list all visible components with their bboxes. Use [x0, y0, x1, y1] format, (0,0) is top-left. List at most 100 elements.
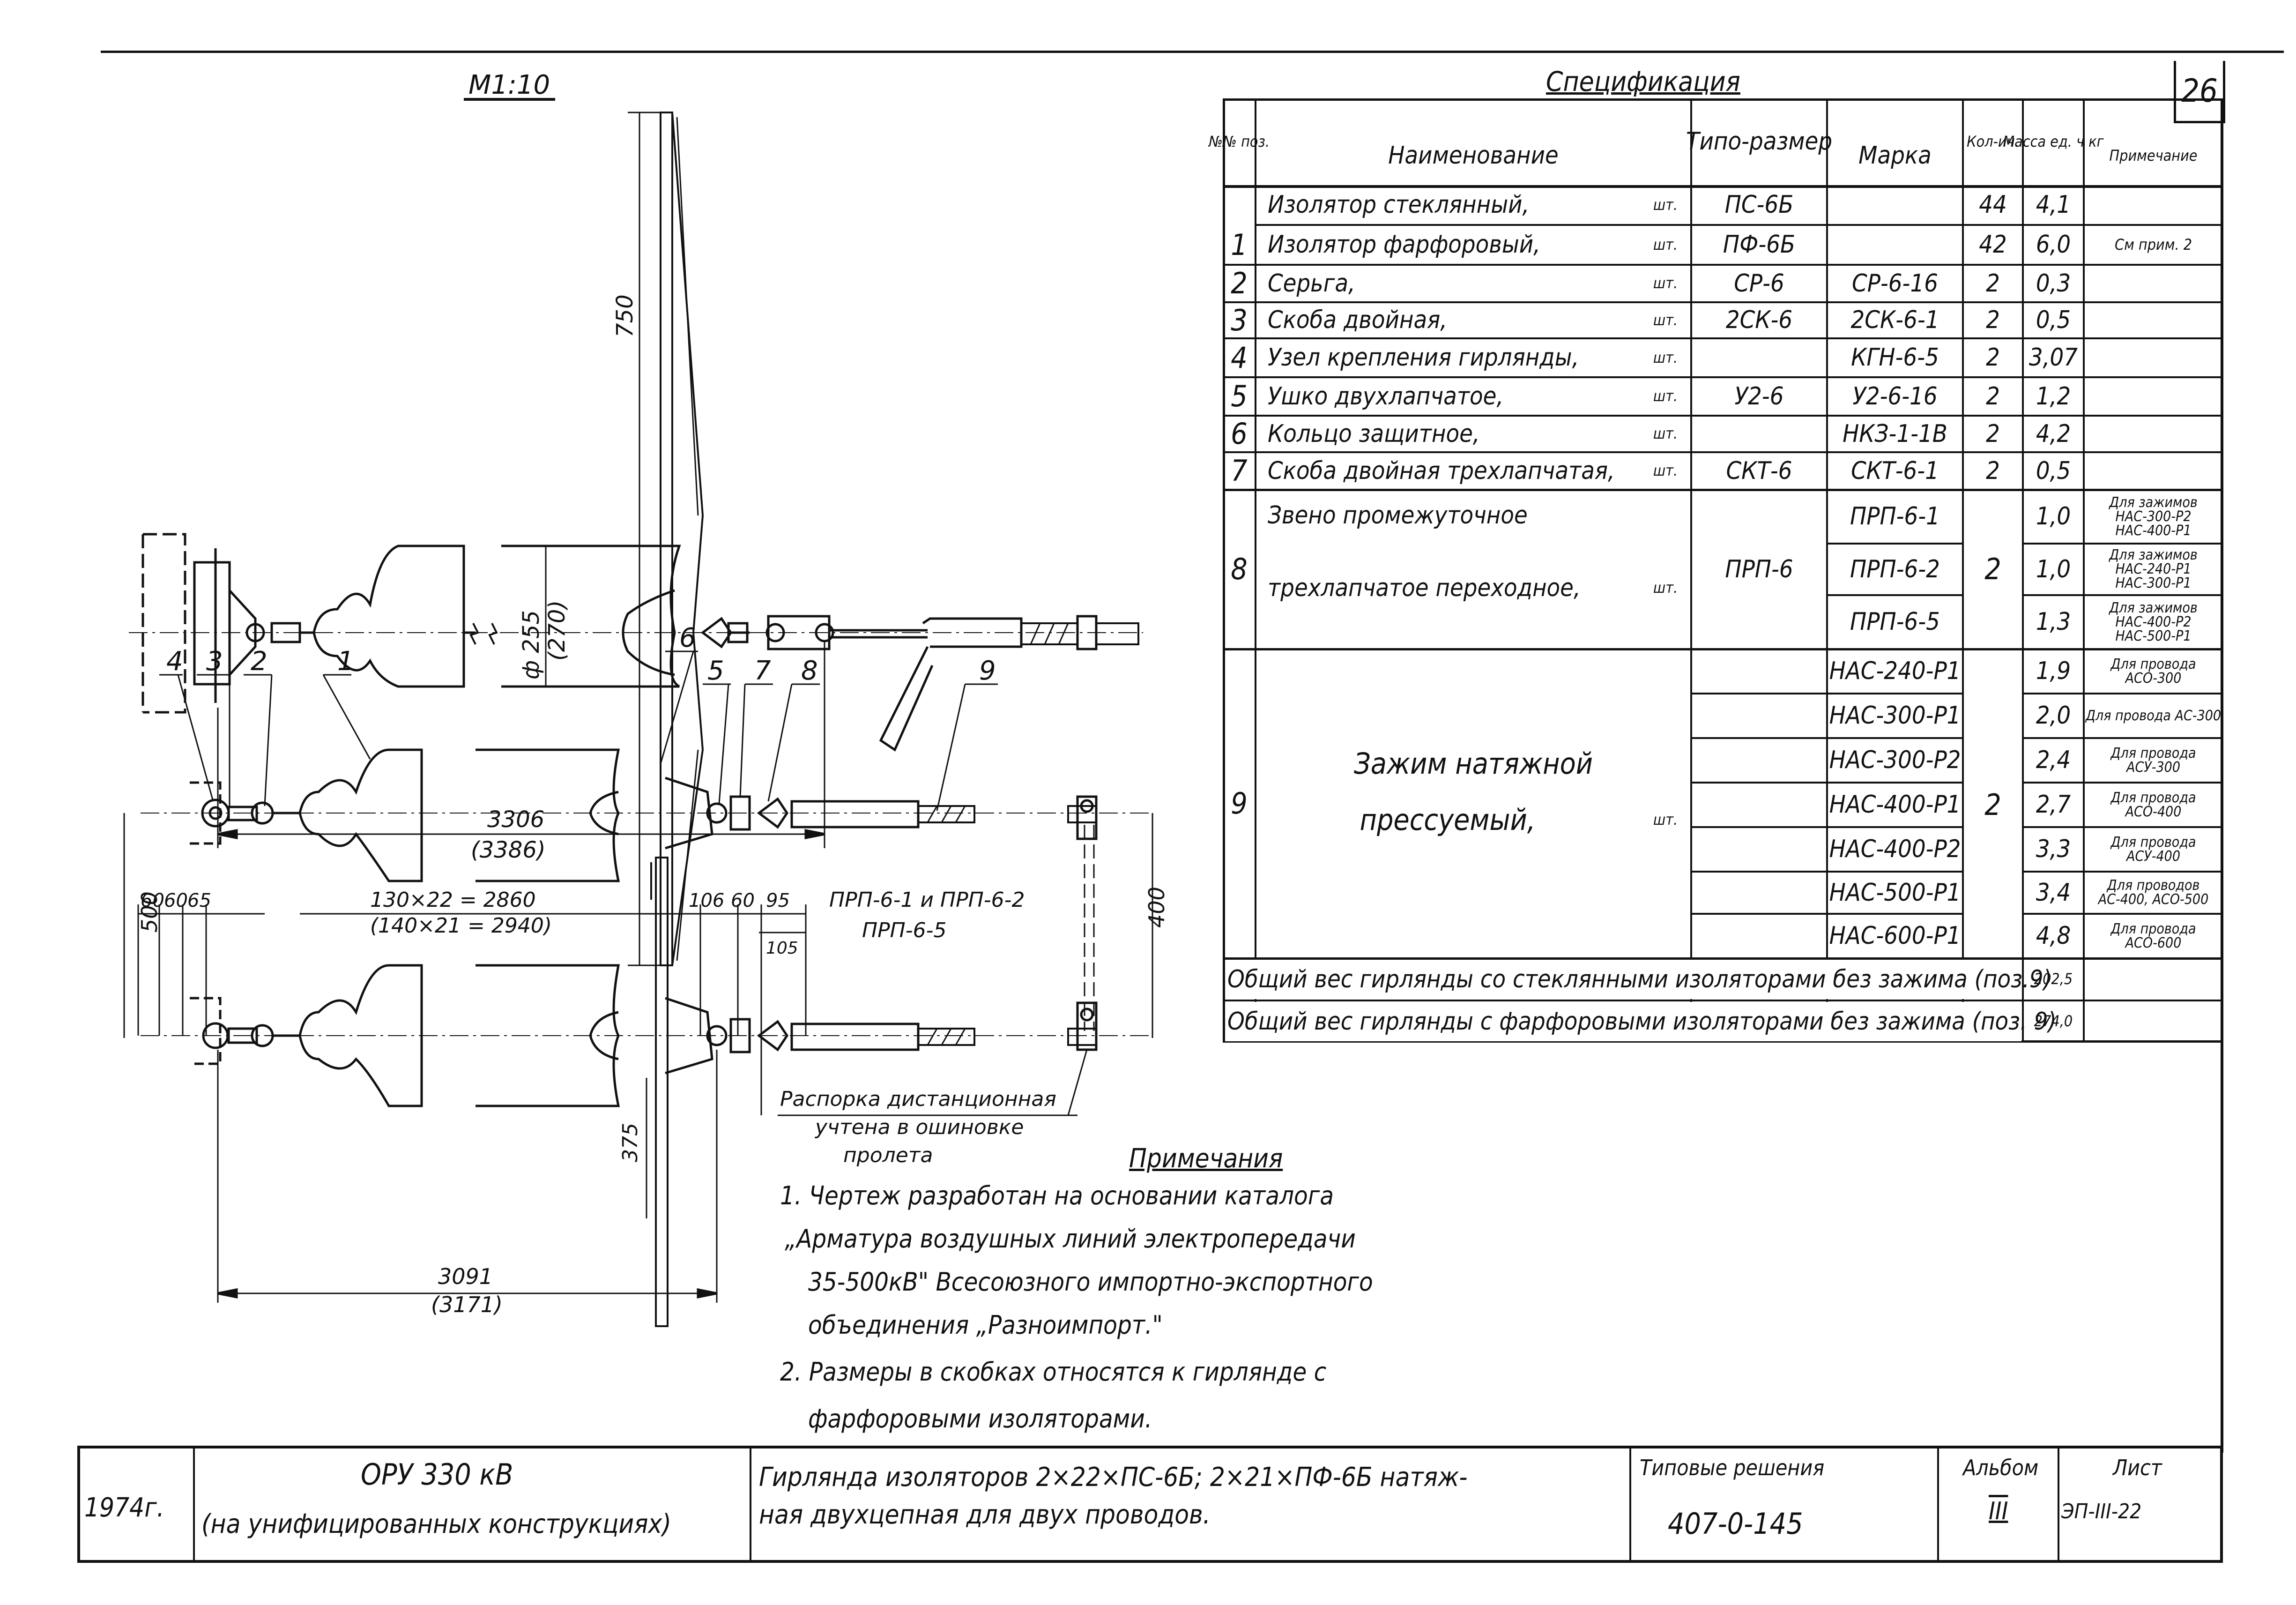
- row-divider: [2023, 737, 2223, 739]
- row8-note: Для зажимов НАС-400-Р2 НАС-500-Р1: [2109, 599, 2198, 644]
- row-qty: 2: [1986, 419, 2000, 448]
- row-mass: 1,2: [2036, 382, 2071, 411]
- row8-mass: 1,3: [2036, 608, 2071, 636]
- tb-project-line2: (на унифицированных конструкциях): [201, 1509, 671, 1539]
- row-divider: [1223, 648, 2223, 650]
- row9-pos: 9: [1231, 786, 1248, 821]
- row-pos: 1: [1231, 227, 1248, 262]
- row9-mass: 4,8: [2036, 922, 2071, 950]
- scale-label: М1:10: [468, 70, 550, 100]
- row9-mass: 2,0: [2036, 702, 2071, 730]
- row-mark: КГН-6-5: [1851, 343, 1939, 372]
- tb-divider: [1937, 1446, 1939, 1563]
- row8-mark: ПРП-6-5: [1850, 608, 1940, 636]
- row9-unit: шт.: [1653, 811, 1678, 829]
- tb-project-line1: ОРУ 330 кВ: [361, 1457, 513, 1492]
- row-divider: [1223, 1000, 2223, 1001]
- row-divider: [1256, 337, 2223, 339]
- dim-105: 105: [766, 939, 798, 958]
- row-divider: [2023, 913, 2223, 915]
- row8-mark: ПРП-6-2: [1850, 555, 1940, 583]
- row-unit: шт.: [1653, 348, 1678, 366]
- row-pos: 5: [1231, 379, 1248, 414]
- row-divider: [1691, 913, 1963, 915]
- row9-name-1: Зажим натяжной: [1354, 747, 1593, 781]
- callout-7: 7: [754, 656, 771, 686]
- row9-qty: 2: [1984, 787, 2001, 822]
- row-type: [1691, 338, 1827, 377]
- technical-drawing: М1:10 750 ф 255 (270): [123, 70, 1169, 1327]
- dim-3171: (3171): [431, 1292, 503, 1317]
- note-line: „Арматура воздушных линий электропередач…: [785, 1224, 1356, 1254]
- row-divider: [1691, 782, 1963, 784]
- dim-diameter-alt: (270): [544, 600, 570, 661]
- row-qty: 2: [1986, 343, 2000, 372]
- row-divider: [1223, 376, 1256, 378]
- row-unit: шт.: [1653, 425, 1678, 443]
- note-line: объединения „Разноимпорт.": [808, 1310, 1163, 1340]
- row9-note: Для провода АСУ-400: [2110, 834, 2196, 865]
- row-divider: [1256, 415, 2223, 417]
- row-type: 2СК-6: [1725, 306, 1793, 335]
- row-divider: [1223, 957, 2223, 960]
- row-divider: [1256, 224, 2223, 226]
- header-mass: Масса ед. ч кг: [2003, 132, 2104, 150]
- row8-unit: шт.: [1653, 579, 1678, 597]
- note-line: 1. Чертеж разработан на основании катало…: [780, 1181, 1334, 1210]
- row-pos: [1223, 185, 1256, 225]
- callout-5: 5: [707, 656, 724, 686]
- column-divider: [1962, 98, 1964, 1043]
- dim-diameter: ф 255: [518, 610, 544, 679]
- spacer-note-1: Распорка дистанционная: [780, 1087, 1056, 1111]
- row-type: СР-6: [1734, 269, 1784, 298]
- dim-375: 375: [618, 1123, 642, 1162]
- notes-title: Примечания: [1129, 1143, 1283, 1174]
- row-mark: НКЗ-1-1В: [1843, 419, 1947, 448]
- row-divider: [1223, 415, 1256, 417]
- row9-note: Для провода АСО-300: [2110, 656, 2196, 687]
- total-value: 274,0: [2034, 1012, 2073, 1030]
- row-note: [2084, 302, 2223, 338]
- header-mark: Марка: [1858, 142, 1932, 170]
- tb-description-line2: ная двухцепная для двух проводов.: [759, 1500, 1211, 1530]
- row-mass: 0,3: [2036, 269, 2071, 298]
- row-mark: У2-6-16: [1852, 382, 1938, 411]
- row-divider: [1256, 301, 2223, 303]
- dim-3386: (3386): [471, 837, 546, 863]
- row-qty: 2: [1986, 269, 2000, 298]
- row8-mass: 1,0: [2036, 555, 2071, 583]
- row8-mass: 1,0: [2036, 502, 2071, 531]
- row-note: [2084, 452, 2223, 490]
- row8-qty: 2: [1984, 552, 2001, 587]
- column-divider: [2022, 98, 2024, 1043]
- row-divider: [1256, 264, 2223, 266]
- header-divider: [1223, 185, 2223, 188]
- tb-divider: [750, 1446, 751, 1563]
- row-note: [2084, 185, 2223, 225]
- total-label: Общий вес гирлянды со стеклянными изолят…: [1227, 965, 2052, 993]
- row-unit: шт.: [1653, 387, 1678, 405]
- row-pos: 4: [1231, 340, 1248, 375]
- row-divider: [1256, 376, 2223, 378]
- row-divider: [1223, 301, 1256, 303]
- spec-title: Спецификация: [1546, 66, 1740, 97]
- dim-chain: 130×22 = 2860: [370, 888, 536, 912]
- row-pos: 3: [1231, 303, 1248, 337]
- row8-note: Для зажимов НАС-300-Р2 НАС-400-Р1: [2109, 494, 2198, 539]
- callout-4: 4: [166, 646, 183, 677]
- dim-60: 60: [731, 890, 755, 911]
- tb-album-label: Альбом: [1963, 1455, 2039, 1480]
- row9-mark: НАС-400-Р2: [1829, 835, 1961, 864]
- row-mark: СР-6-16: [1852, 269, 1938, 298]
- row9-name-2: прессуемый,: [1360, 803, 1536, 837]
- row-divider: [2023, 693, 2223, 694]
- row-divider: [1691, 826, 1963, 828]
- row-name: Узел крепления гирлянды,: [1268, 343, 1579, 372]
- row-unit: шт.: [1653, 235, 1678, 254]
- callout-6: 6: [679, 623, 696, 653]
- row9-note: Для провода АСО-400: [2110, 789, 2196, 820]
- dim-3306: 3306: [487, 806, 544, 833]
- row-mark: СКТ-6-1: [1851, 456, 1939, 485]
- tb-divider: [2058, 1446, 2059, 1563]
- header-pos: №№ поз.: [1209, 132, 1270, 150]
